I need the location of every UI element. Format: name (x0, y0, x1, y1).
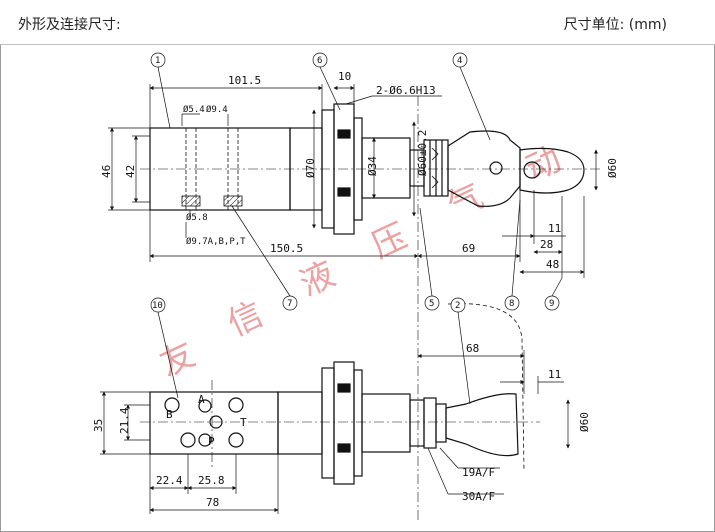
port-hole (228, 432, 244, 448)
dim-101-5: 101.5 (228, 74, 261, 87)
dim-69: 69 (462, 242, 475, 255)
dim-25-8: 25.8 (198, 474, 225, 487)
watermark-char: 液 (294, 254, 342, 305)
callout-6: 6 (317, 56, 322, 66)
dim-68: 68 (466, 342, 479, 355)
dim-19af: 19A/F (462, 466, 495, 479)
port-label-b: B (166, 408, 173, 421)
dim-28: 28 (540, 238, 553, 251)
dim-9-7: Ø9.7A,B,P,T (186, 236, 246, 247)
page-title: 外形及连接尺寸: (18, 17, 121, 33)
watermark-char: 信 (222, 294, 270, 345)
dim-60-02: Ø60±0.2 (416, 130, 429, 176)
callout-9: 9 (549, 299, 554, 309)
dim-60-bottom: Ø60 (578, 412, 591, 432)
port-hole (164, 397, 180, 413)
port-hole (198, 399, 212, 413)
bottom-callouts (150, 297, 471, 405)
dim-48: 48 (546, 258, 559, 271)
seal-hatch (223, 195, 243, 207)
seal-hatch (181, 195, 201, 207)
header-bar: 外形及连接尺寸: 尺寸单位: (mm) (0, 0, 715, 45)
port-labels: A B T P (166, 393, 247, 448)
handle-side (445, 393, 519, 457)
dim-5-4: Ø5.4 (183, 104, 205, 115)
watermark: 友 信 液 压 气 动 (154, 139, 568, 385)
unit-label: 尺寸单位: (mm) (563, 17, 667, 33)
flange-bottom (321, 367, 335, 479)
watermark-char: 压 (366, 216, 414, 267)
callout-5: 5 (429, 299, 434, 309)
bottom-dim-labels: 68 11 35 21.4 Ø60 22.4 25.8 78 19A/F 30A… (92, 342, 591, 509)
watermark-char: 气 (442, 176, 490, 227)
dim-9-4: Ø9.4 (206, 104, 228, 115)
dim-35: 35 (92, 419, 105, 432)
dim-46: 46 (100, 165, 113, 178)
callout-2: 2 (455, 301, 460, 311)
port-hole (180, 432, 196, 448)
dim-11-top: 11 (548, 222, 561, 235)
top-dimensions (108, 84, 599, 278)
dim-21-4: 21.4 (118, 407, 131, 434)
port-label-t: T (240, 416, 247, 429)
watermark-char: 友 (154, 334, 202, 385)
dim-30af: 30A/F (462, 490, 495, 503)
top-callout-labels: 1 6 4 7 5 8 9 (155, 56, 554, 309)
dim-11-bottom: 11 (548, 368, 561, 381)
knob (519, 147, 585, 194)
dim-60-knob: Ø60 (606, 158, 619, 178)
top-dim-labels: 101.5 10 2-Ø6.6H13 46 42 Ø5.4 Ø9.4 Ø5.8 … (100, 70, 619, 271)
top-callouts (150, 52, 563, 311)
port-label-a: A (198, 393, 205, 406)
port-label-p: P (208, 435, 215, 448)
dim-70: Ø70 (304, 158, 317, 178)
dim-10: 10 (338, 70, 351, 83)
dim-34: Ø34 (366, 156, 379, 176)
callout-4: 4 (457, 56, 462, 66)
dim-42: 42 (124, 165, 137, 178)
bottom-dimensions (100, 350, 571, 514)
port-hole (228, 397, 244, 413)
dim-150-5: 150.5 (270, 242, 303, 255)
callout-10: 10 (152, 301, 163, 311)
top-view (140, 96, 600, 520)
dim-hole-spec: 2-Ø6.6H13 (376, 84, 436, 97)
callout-1: 1 (155, 56, 160, 66)
dim-78: 78 (206, 496, 219, 509)
dim-22-4: 22.4 (156, 474, 183, 487)
port-hole (198, 433, 212, 447)
callout-7: 7 (287, 299, 292, 309)
callout-8: 8 (509, 299, 514, 309)
bottom-callout-labels: 10 2 (152, 301, 460, 311)
dim-5-8: Ø5.8 (186, 212, 208, 223)
